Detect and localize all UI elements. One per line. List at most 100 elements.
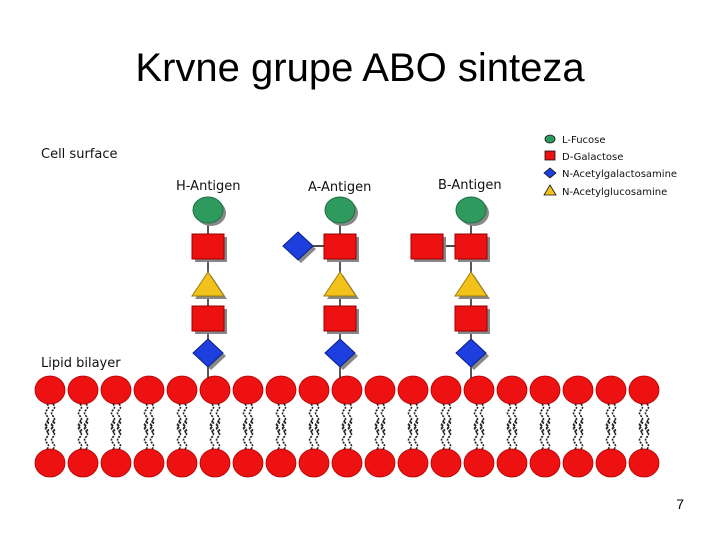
lipid-head-bottom bbox=[463, 448, 495, 478]
fucose-node bbox=[192, 196, 224, 224]
lipid-head-bottom bbox=[265, 448, 297, 478]
lipid-tail bbox=[473, 403, 479, 434]
galactose-node bbox=[410, 233, 444, 260]
lipid-tail bbox=[281, 403, 287, 434]
lipid-tail bbox=[77, 403, 83, 434]
lipid-head-bottom bbox=[67, 448, 99, 478]
galnac-node bbox=[192, 338, 224, 368]
lipid-head-bottom bbox=[232, 448, 264, 478]
lipid-tail bbox=[440, 419, 446, 450]
cell-surface-label: Cell surface bbox=[41, 147, 117, 162]
lipid-tail bbox=[275, 419, 281, 450]
lipid-tail bbox=[347, 403, 353, 434]
lipid-head-top bbox=[628, 375, 660, 405]
lipid-head-top bbox=[265, 375, 297, 405]
lipid-tail bbox=[242, 419, 248, 450]
antigen-chains bbox=[191, 196, 490, 378]
lipid-tail bbox=[572, 419, 578, 450]
galactose-node bbox=[454, 233, 488, 260]
lipid-tail bbox=[248, 403, 254, 434]
lipid-tail bbox=[479, 403, 485, 434]
legend-fucose-icon bbox=[544, 134, 556, 144]
lipid-tail bbox=[506, 403, 512, 434]
glcnac-node bbox=[191, 271, 225, 297]
lipid-tail bbox=[539, 403, 545, 434]
lipid-tail bbox=[281, 419, 287, 450]
lipid-tail bbox=[314, 419, 320, 450]
lipid-tail bbox=[110, 403, 116, 434]
lipid-tail bbox=[50, 419, 56, 450]
fucose-node bbox=[455, 196, 487, 224]
lipid-tail bbox=[407, 403, 413, 434]
lipid-tail bbox=[605, 403, 611, 434]
lipid-head-top bbox=[364, 375, 396, 405]
lipid-tail bbox=[314, 403, 320, 434]
lipid-tail bbox=[110, 419, 116, 450]
glcnac-node bbox=[323, 271, 357, 297]
lipid-tail bbox=[440, 403, 446, 434]
lipid-tail bbox=[308, 419, 314, 450]
lipid-tail bbox=[572, 403, 578, 434]
lipid-head-bottom bbox=[397, 448, 429, 478]
lipid-head-bottom bbox=[133, 448, 165, 478]
lipid-head-bottom bbox=[331, 448, 363, 478]
lipid-head-top bbox=[430, 375, 462, 405]
lipid-tail bbox=[209, 403, 215, 434]
lipid-tail bbox=[380, 403, 386, 434]
lipid-tail bbox=[413, 403, 419, 434]
lipid-tail bbox=[341, 419, 347, 450]
b-antigen-label: B-Antigen bbox=[438, 178, 502, 193]
lipid-head-top bbox=[529, 375, 561, 405]
legend-glcnac-icon bbox=[543, 184, 557, 196]
lipid-head-bottom bbox=[628, 448, 660, 478]
lipid-tail bbox=[116, 403, 122, 434]
lipid-head-top bbox=[331, 375, 363, 405]
galactose-node bbox=[191, 305, 225, 332]
lipid-tail bbox=[77, 419, 83, 450]
lipid-head-bottom bbox=[298, 448, 330, 478]
legend-galnac-label: N-Acetylgalactosamine bbox=[562, 169, 677, 180]
lipid-bilayer-label: Lipid bilayer bbox=[41, 356, 121, 371]
galactose-node bbox=[323, 233, 357, 260]
legend-galactose-icon bbox=[544, 150, 556, 161]
lipid-tail bbox=[413, 419, 419, 450]
lipid-head-top bbox=[232, 375, 264, 405]
lipid-head-top bbox=[34, 375, 66, 405]
slide-title: Krvne grupe ABO sinteza bbox=[135, 46, 585, 90]
lipid-head-bottom bbox=[34, 448, 66, 478]
lipid-tail bbox=[446, 403, 452, 434]
lipid-tail bbox=[341, 403, 347, 434]
lipid-tail bbox=[545, 419, 551, 450]
lipid-head-top bbox=[298, 375, 330, 405]
legend-fucose-label: L-Fucose bbox=[562, 135, 606, 146]
lipid-head-bottom bbox=[166, 448, 198, 478]
lipid-head-bottom bbox=[562, 448, 594, 478]
lipid-head-bottom bbox=[100, 448, 132, 478]
lipid-bilayer bbox=[34, 375, 660, 478]
galnac-node bbox=[282, 231, 314, 261]
lipid-tail bbox=[242, 403, 248, 434]
lipid-head-bottom bbox=[364, 448, 396, 478]
glcnac-node bbox=[454, 271, 488, 297]
lipid-tail bbox=[50, 403, 56, 434]
lipid-tail bbox=[578, 419, 584, 450]
figure-background bbox=[36, 130, 686, 478]
lipid-tail bbox=[209, 419, 215, 450]
lipid-tail bbox=[578, 403, 584, 434]
lipid-head-bottom bbox=[529, 448, 561, 478]
galactose-node bbox=[323, 305, 357, 332]
lipid-head-top bbox=[199, 375, 231, 405]
lipid-head-bottom bbox=[595, 448, 627, 478]
lipid-head-top bbox=[166, 375, 198, 405]
lipid-tail bbox=[374, 403, 380, 434]
lipid-tail bbox=[644, 419, 650, 450]
lipid-head-top bbox=[133, 375, 165, 405]
lipid-tail bbox=[275, 403, 281, 434]
galnac-node bbox=[455, 338, 487, 368]
lipid-tail bbox=[149, 419, 155, 450]
lipid-head-bottom bbox=[496, 448, 528, 478]
lipid-tail bbox=[512, 419, 518, 450]
lipid-tail bbox=[380, 419, 386, 450]
galactose-node bbox=[191, 233, 225, 260]
lipid-tail bbox=[539, 419, 545, 450]
